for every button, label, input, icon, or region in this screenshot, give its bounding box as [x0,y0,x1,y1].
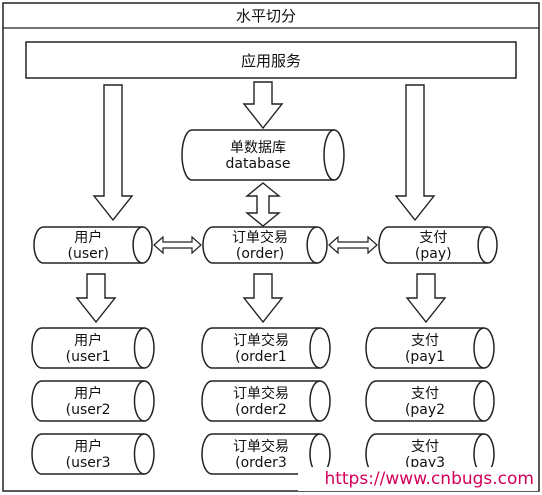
partition-cylinder-0-1-sub: (user2 [66,402,111,418]
database-cylinder-name: 单数据库 [230,140,286,156]
shard-cylinder-1: 订单交易(order) [202,226,328,264]
partition-cylinder-1-2-sub: (order3 [235,455,287,471]
service-label: 应用服务 [241,52,301,70]
shard-cylinder-2-sub: (pay) [415,246,452,262]
partition-cylinder-1-0-sub: (order1 [235,349,287,365]
watermark: https://www.cnbugs.com [298,467,538,491]
shard-cylinder-2-name: 支付 [419,230,447,246]
frame-title: 水平切分 [236,7,296,25]
service-box [25,41,517,79]
partition-cylinder-0-0-sub: (user1 [66,349,111,365]
arrow-service-to-user [92,84,134,222]
cylinders-layer: 单数据库database用户(user)订单交易(order)支付(pay)用户… [31,129,498,475]
partition-cylinder-1-1-name: 订单交易 [233,385,289,402]
arrow-database-order [245,182,281,227]
arrow-shard-to-partition-1 [242,273,284,324]
shard-cylinder-0-sub: (user) [68,246,109,262]
partition-cylinder-1-1-sub: (order2 [235,402,287,418]
shard-cylinder-0: 用户(user) [33,226,153,264]
partition-cylinder-1-2-name: 订单交易 [233,438,289,455]
arrow-user-order [153,235,202,255]
arrow-service-to-pay [394,84,436,222]
partition-cylinder-2-1: 支付(pay2 [365,380,495,422]
shard-cylinder-1-sub: (order) [236,246,284,262]
arrows-layer [75,81,447,324]
partition-cylinder-1-1: 订单交易(order2 [201,380,331,422]
shard-cylinder-1-name: 订单交易 [232,229,288,246]
partition-cylinder-0-2: 用户(user3 [31,433,155,475]
partition-cylinder-1-0: 订单交易(order1 [201,327,331,369]
partition-cylinder-2-1-name: 支付 [411,386,439,402]
arrow-service-to-database [242,81,284,130]
partition-cylinder-2-0: 支付(pay1 [365,327,495,369]
arrow-order-pay [328,235,378,255]
partition-cylinder-0-2-sub: (user3 [66,455,111,471]
partition-cylinder-0-0: 用户(user1 [31,327,155,369]
partition-cylinder-1-0-name: 订单交易 [233,332,289,349]
shard-cylinder-0-name: 用户 [74,229,102,246]
partition-cylinder-0-1: 用户(user2 [31,380,155,422]
arrow-shard-to-partition-2 [405,273,447,324]
partition-cylinder-1-2: 订单交易(order3 [201,433,331,475]
partition-cylinder-2-1-sub: (pay2 [405,402,445,418]
partition-cylinder-0-0-name: 用户 [74,332,102,349]
partition-cylinder-0-1-name: 用户 [74,385,102,402]
database-cylinder-sub: database [226,156,291,172]
partition-cylinder-2-2-name: 支付 [411,439,439,455]
partition-cylinder-2-0-name: 支付 [411,333,439,349]
shard-cylinder-2: 支付(pay) [378,226,498,264]
partition-cylinder-2-0-sub: (pay1 [405,349,445,365]
arrow-shard-to-partition-0 [75,273,117,324]
partition-cylinder-0-2-name: 用户 [74,438,102,455]
